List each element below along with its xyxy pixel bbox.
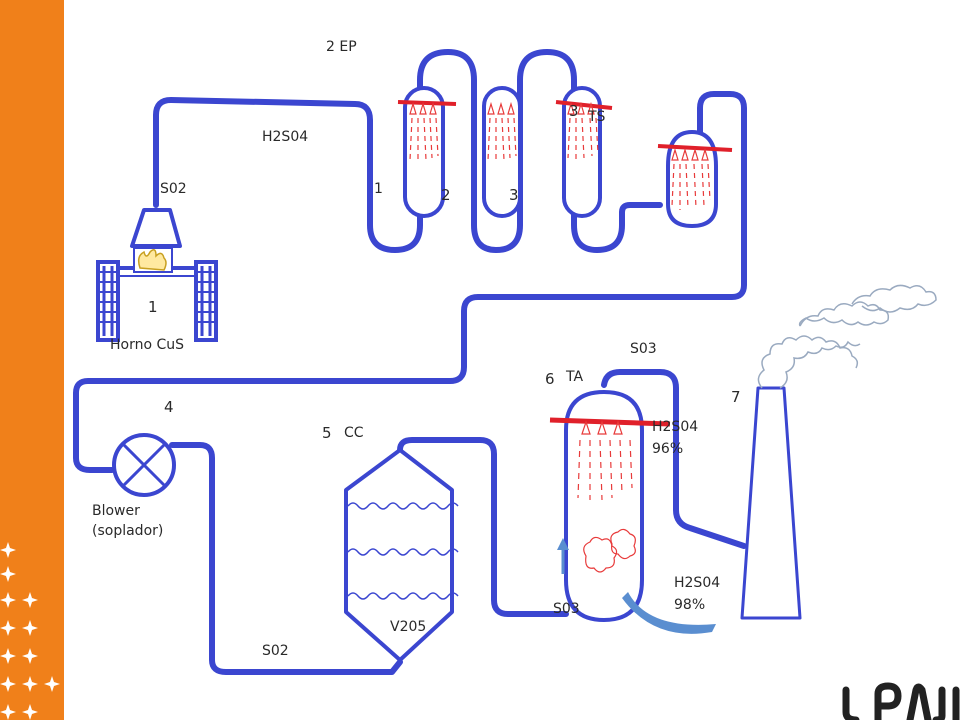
sparkle-icon bbox=[0, 542, 60, 720]
tower-3-number: 3 bbox=[509, 186, 519, 204]
ta-label: TA bbox=[566, 369, 584, 385]
stack-number: 7 bbox=[731, 388, 741, 406]
so2-top-label: S02 bbox=[160, 181, 187, 197]
pipe-absorber-to-stack bbox=[601, 369, 747, 549]
furnace-number: 1 bbox=[148, 298, 158, 316]
h2so4-96-label: H2S04 bbox=[652, 419, 699, 435]
converter-label: CC bbox=[344, 425, 364, 441]
furnace-hood bbox=[130, 208, 182, 248]
pipe-blower-to-converter bbox=[169, 442, 403, 675]
so3-top-label: S03 bbox=[630, 341, 657, 357]
so3-bottom-label: S03 bbox=[553, 601, 580, 617]
h2so4-96-percent: 96% bbox=[652, 441, 684, 457]
tower-1 bbox=[397, 86, 457, 218]
smoke-icon bbox=[757, 284, 937, 389]
chimney-stack bbox=[740, 386, 802, 620]
tower-3 bbox=[555, 86, 613, 218]
pipe-converter-to-absorber bbox=[397, 437, 569, 617]
tower-1-number: 1 bbox=[374, 181, 383, 197]
ts-label: TS bbox=[588, 109, 606, 125]
flame-icon bbox=[137, 249, 167, 271]
absorber-number: 6 bbox=[545, 370, 555, 388]
blower-label: Blower bbox=[92, 503, 140, 519]
acid-outflow-arrow bbox=[622, 592, 716, 634]
blower-number: 4 bbox=[164, 398, 174, 416]
catalytic-converter bbox=[344, 448, 459, 662]
ts-number: 3 bbox=[569, 102, 579, 120]
so3-up-arrow bbox=[557, 538, 569, 574]
so2-bottom-label: S02 bbox=[262, 643, 289, 659]
main-pipeline bbox=[153, 49, 663, 253]
tower-2 bbox=[482, 86, 522, 218]
absorption-tower bbox=[549, 389, 671, 623]
pipe-to-main-duct bbox=[73, 91, 747, 473]
furnace-label: Horno CuS bbox=[110, 337, 185, 353]
v2o5-label: V205 bbox=[390, 619, 427, 635]
converter-number: 5 bbox=[322, 424, 332, 442]
blower-sublabel: (soplador) bbox=[92, 523, 164, 539]
drying-tower bbox=[657, 129, 733, 229]
blower-icon bbox=[112, 433, 176, 497]
logo-icon bbox=[842, 682, 960, 720]
h2so4-top-label: H2S04 bbox=[262, 129, 309, 145]
tower-2-number: 2 bbox=[441, 186, 451, 204]
h2so4-98-label: H2S04 bbox=[674, 575, 721, 591]
h2so4-98-percent: 98% bbox=[674, 597, 706, 613]
ep-label: 2 EP bbox=[326, 39, 357, 55]
